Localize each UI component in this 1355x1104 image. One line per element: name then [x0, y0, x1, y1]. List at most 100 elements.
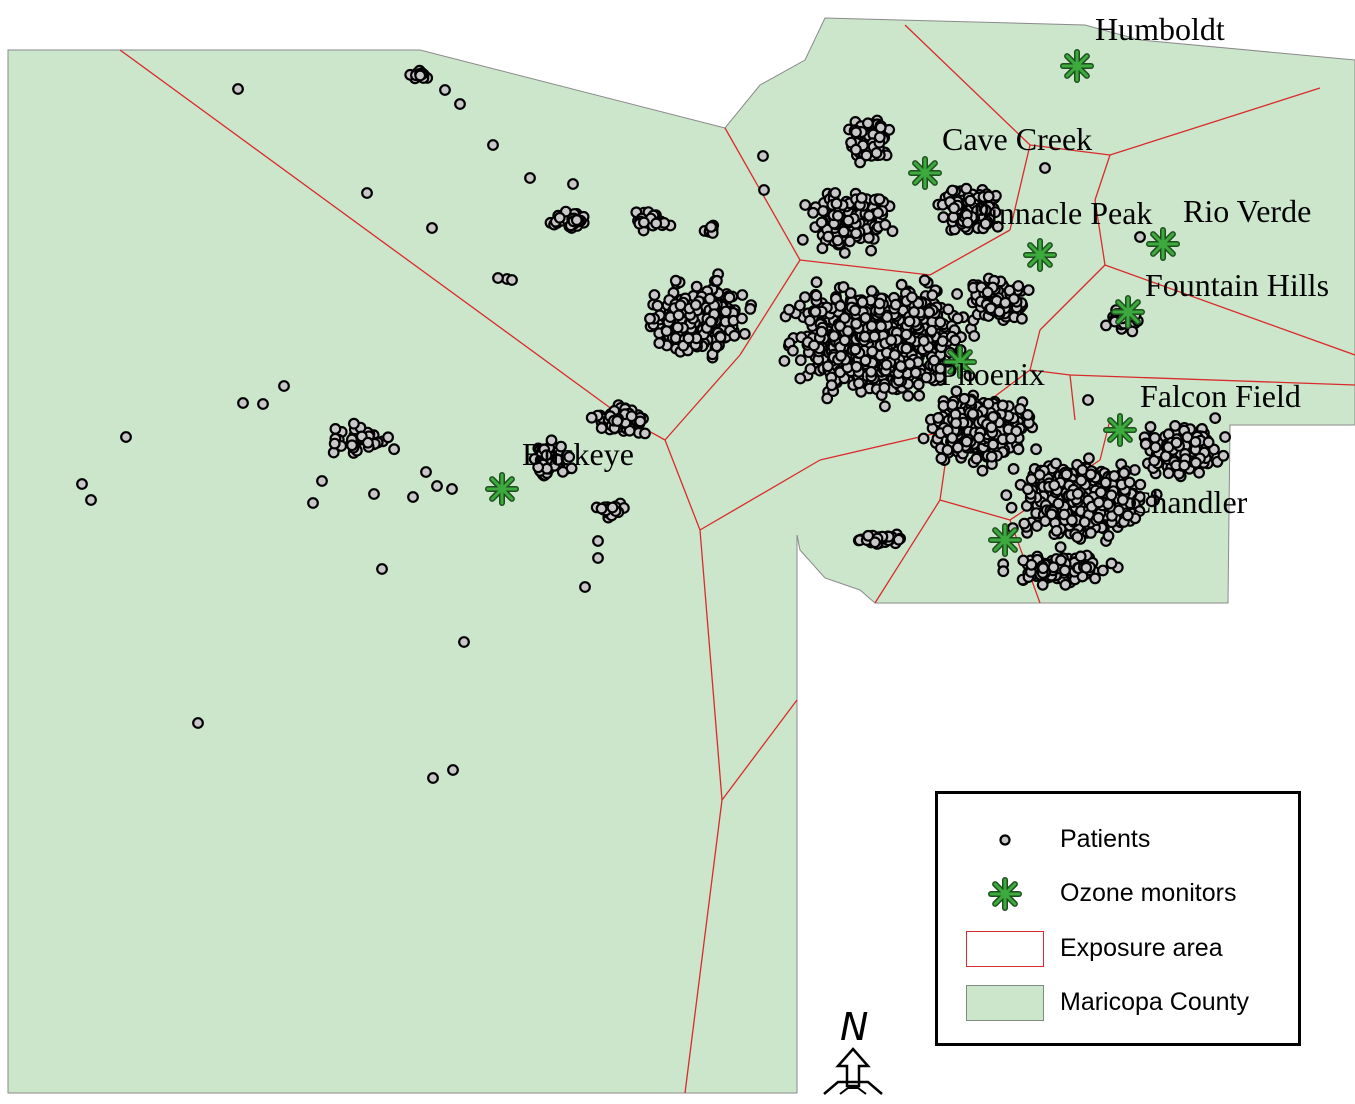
patient-point	[407, 491, 419, 503]
patient-point	[1162, 467, 1175, 480]
patient-point	[949, 334, 961, 347]
patient-point	[1039, 515, 1052, 527]
patient-point	[1112, 504, 1125, 517]
patient-point	[850, 360, 863, 373]
ozone-monitor-icon	[485, 472, 519, 506]
patient-point	[682, 332, 695, 345]
patient-point	[866, 345, 879, 358]
patient-point	[815, 325, 828, 338]
patient-point	[585, 411, 598, 424]
patient-point	[454, 98, 466, 110]
patient-point	[991, 220, 1004, 233]
station-label-phoenix: Phoenix	[940, 356, 1045, 392]
patient-point	[966, 408, 979, 420]
patient-point	[869, 536, 881, 549]
patient-point	[1169, 420, 1181, 432]
patient-point	[710, 340, 723, 353]
patient-point	[540, 449, 553, 462]
patient-point	[817, 205, 829, 217]
patient-point	[1193, 466, 1205, 479]
patient-point	[879, 400, 891, 413]
patient-point	[1005, 432, 1017, 445]
patient-point	[638, 216, 650, 229]
patient-point	[1048, 479, 1061, 492]
patient-point	[1052, 497, 1065, 510]
patient-point	[595, 422, 608, 435]
ozone-monitor-icon	[988, 523, 1022, 557]
patient-point	[941, 444, 954, 456]
patient-point	[439, 84, 451, 96]
patient-point	[120, 431, 132, 443]
patient-point	[932, 412, 945, 424]
county-swatch-icon	[964, 983, 1046, 1023]
patient-point	[862, 529, 875, 542]
patient-point	[76, 478, 88, 490]
patient-point	[1039, 162, 1051, 174]
patient-point	[783, 303, 795, 316]
patient-point	[958, 392, 971, 405]
patient-point	[192, 717, 204, 729]
asterisk-icon	[964, 874, 1046, 914]
patient-point	[923, 306, 936, 319]
patient-point	[625, 410, 638, 423]
patient-point	[1139, 438, 1152, 451]
patient-point	[348, 417, 360, 430]
patient-point	[376, 563, 388, 575]
patient-point	[837, 281, 850, 293]
patient-point-icon	[964, 820, 1046, 860]
station-label-rio-verde: Rio Verde	[1183, 193, 1311, 229]
patient-point	[644, 312, 656, 325]
patient-point	[946, 399, 959, 411]
patient-point	[278, 380, 290, 392]
patient-point	[787, 344, 799, 357]
patient-point	[979, 217, 992, 230]
patient-point	[1092, 511, 1105, 524]
patient-point	[1144, 421, 1157, 433]
patient-point	[1209, 412, 1222, 425]
patient-point	[1082, 452, 1095, 465]
patient-point	[361, 187, 373, 199]
patient-point	[237, 397, 249, 409]
patient-point	[757, 150, 769, 162]
patient-point	[829, 187, 842, 199]
patient-point	[999, 296, 1012, 309]
patient-point	[997, 565, 1010, 578]
patient-point	[719, 305, 732, 318]
patient-point	[960, 435, 973, 448]
patient-point	[865, 285, 878, 297]
patient-point	[970, 452, 983, 465]
patient-point	[920, 371, 933, 384]
patient-point	[1030, 520, 1043, 532]
patient-point	[816, 242, 829, 255]
patient-point	[431, 480, 443, 492]
patient-point	[1126, 325, 1139, 338]
patient-point	[567, 178, 579, 190]
legend-label: Ozone monitors	[1060, 879, 1237, 907]
patient-point	[942, 303, 955, 316]
legend-item-patients: Patients	[938, 816, 1298, 866]
patient-point	[1007, 463, 1020, 475]
patient-point	[346, 439, 358, 452]
patient-point	[934, 316, 947, 329]
patient-point	[859, 330, 871, 343]
patient-point	[872, 207, 884, 219]
patient-point	[1054, 541, 1067, 553]
patient-point	[900, 342, 913, 355]
patient-point	[648, 289, 661, 301]
patient-point	[874, 121, 887, 134]
patient-point	[1016, 312, 1028, 325]
patient-point	[875, 320, 887, 333]
ozone-monitor-icon	[943, 345, 977, 379]
patient-point	[825, 379, 838, 392]
patient-point	[878, 381, 891, 394]
patient-point	[1118, 467, 1130, 479]
patient-point	[879, 218, 892, 231]
patient-point	[794, 354, 807, 367]
patient-point	[835, 350, 847, 362]
patient-point	[950, 417, 962, 430]
patient-point	[639, 427, 651, 440]
patient-point	[447, 764, 459, 776]
patient-point	[968, 330, 981, 342]
patient-point	[855, 191, 868, 204]
